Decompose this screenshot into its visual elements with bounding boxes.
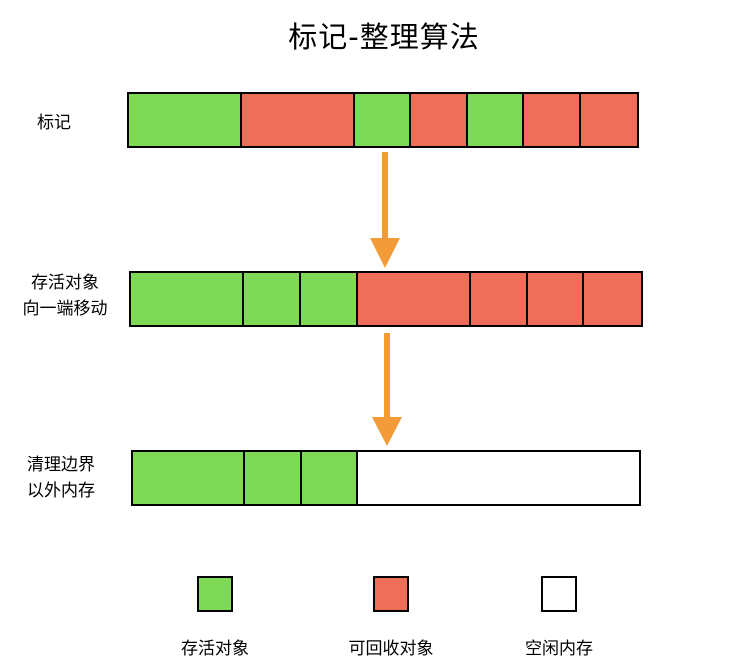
legend-swatch-live xyxy=(197,576,233,612)
memory-bar-clear xyxy=(131,450,641,506)
legend-label-dead: 可回收对象 xyxy=(348,639,434,659)
memory-bar-compact xyxy=(129,271,643,327)
memory-block-live xyxy=(245,452,302,504)
memory-block-live xyxy=(467,94,525,146)
memory-block-dead xyxy=(584,273,641,325)
memory-block-free xyxy=(357,452,639,504)
memory-block-dead xyxy=(527,273,585,325)
memory-block-dead xyxy=(470,273,528,325)
memory-block-dead xyxy=(411,94,468,146)
memory-bar-mark xyxy=(127,92,639,148)
row-label-clear: 清理边界 以外内存 xyxy=(27,455,95,501)
memory-block-live xyxy=(133,452,246,504)
memory-block-dead xyxy=(241,94,355,146)
legend-label-free: 空闲内存 xyxy=(525,639,593,659)
row-label-compact: 存活对象 向一端移动 xyxy=(22,273,108,319)
memory-block-live xyxy=(244,273,301,325)
memory-block-live xyxy=(301,452,358,504)
legend-swatch-free xyxy=(541,576,577,612)
memory-block-dead xyxy=(357,273,471,325)
memory-block-live xyxy=(354,94,412,146)
down-arrow-2 xyxy=(372,333,402,446)
memory-block-dead xyxy=(580,94,637,146)
memory-block-dead xyxy=(524,94,581,146)
legend-label-live: 存活对象 xyxy=(181,639,249,659)
memory-block-live xyxy=(300,273,358,325)
down-arrow-1 xyxy=(370,152,400,268)
memory-block-live xyxy=(129,94,242,146)
legend-swatch-dead xyxy=(373,576,409,612)
memory-block-live xyxy=(131,273,245,325)
row-label-mark: 标记 xyxy=(37,113,71,133)
diagram-title: 标记-整理算法 xyxy=(288,20,480,54)
